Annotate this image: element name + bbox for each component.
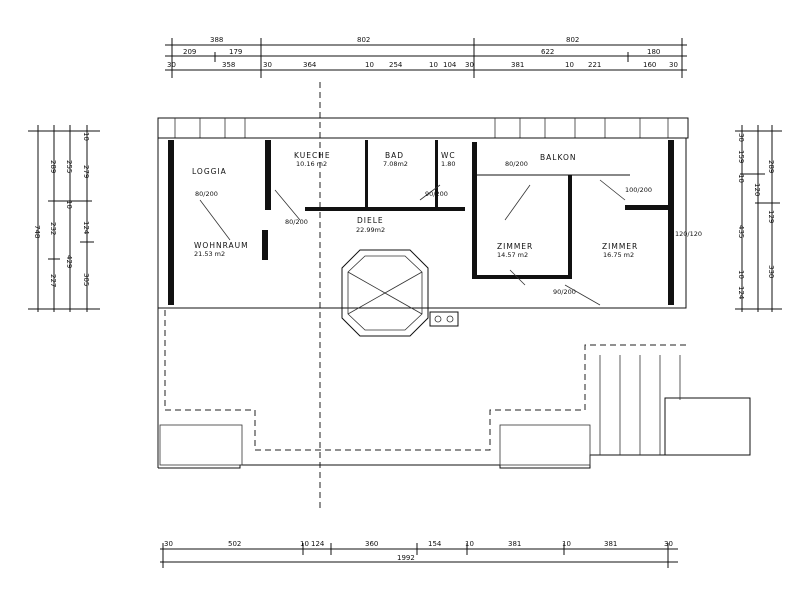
dim: 10 [562,540,571,548]
dim: 10 [365,61,374,69]
dim: 30 [465,61,474,69]
dim: 30 [164,540,173,548]
room-diele-area: 22.99m2 [356,226,385,234]
right-dimensions: 30 159 10 289 120 435 129 10 330 124 [735,125,782,312]
dim: 10 [82,132,90,141]
dim: 381 [511,61,524,69]
dim: 10 [737,270,745,279]
room-diele: DIELE [357,216,384,225]
dim: 124 [82,221,90,235]
room-bad: BAD [385,151,404,160]
room-zimmer-1: ZIMMER [497,242,533,251]
dim: 232 [49,222,57,235]
dim: 622 [541,48,554,56]
dim: 429 [65,255,73,268]
dim: 358 [222,61,235,69]
dim: 10 [65,200,73,209]
door-label: 80/200 [195,190,218,198]
dim: 180 [647,48,660,56]
dim: 802 [566,36,579,44]
room-wc-area: 1.80 [441,160,455,168]
dim: 10 [429,61,438,69]
door-label: 100/200 [625,186,652,194]
dim: 364 [303,61,317,69]
dim-total: 1992 [397,554,415,562]
door-label: 90/200 [425,190,448,198]
room-wc: WC [441,151,456,160]
spiral-stair [341,249,429,337]
dim: 124 [737,286,745,300]
dim: 10 [465,540,474,548]
dim: 10 [300,540,309,548]
dim: 381 [604,540,617,548]
dim: 802 [357,36,370,44]
room-kueche: KUECHE [294,151,331,160]
dim: 30 [263,61,272,69]
dim: 381 [508,540,521,548]
dim: 289 [767,160,775,173]
door-label: 90/200 [553,288,576,296]
dim: 502 [228,540,241,548]
dim: 289 [49,160,57,173]
dim: 124 [311,540,325,548]
dim: 30 [167,61,176,69]
dim: 129 [767,210,775,223]
dim: 227 [49,274,57,287]
room-loggia: LOGGIA [192,167,227,176]
building [157,82,751,512]
dim: 330 [767,265,775,278]
dim: 179 [229,48,242,56]
dim: 120 [753,183,761,196]
hob [429,311,459,327]
left-dimensions: 748 289 232 227 255 10 429 279 124 305 1… [28,125,100,312]
bottom-dimensions: 30 502 10 124 360 154 10 381 10 381 30 1… [160,540,678,568]
dim: 10 [737,174,745,183]
dim: 154 [428,540,442,548]
dim: 435 [737,225,745,238]
dim: 159 [737,150,745,163]
dim: 30 [669,61,678,69]
dim: 748 [33,225,41,238]
dim: 10 [565,61,574,69]
window-label: 120/120 [675,230,702,238]
room-wohnraum: WOHNRAUM [194,241,249,250]
dim: 30 [664,540,673,548]
dim: 104 [443,61,457,69]
dim: 30 [737,133,745,142]
door-label: 80/200 [505,160,528,168]
dim: 160 [643,61,656,69]
door-labels: 80/200 90/200 80/200 80/200 100/200 90/2… [195,160,702,296]
dim: 209 [183,48,196,56]
dim: 388 [210,36,223,44]
room-bad-area: 7.08m2 [383,160,408,168]
room-zimmer-2: ZIMMER [602,242,638,251]
room-balkon: BALKON [540,153,576,162]
room-wohnraum-area: 21.53 m2 [194,250,225,258]
room-zimmer-1-area: 14.57 m2 [497,251,528,259]
dim: 255 [65,160,73,173]
room-kueche-area: 10.16 m2 [296,160,327,168]
dim: 305 [82,273,90,286]
top-dimensions: 388 802 802 209 179 622 180 30 358 30 36… [165,36,687,78]
dim: 254 [389,61,403,69]
dim: 360 [365,540,378,548]
door-label: 80/200 [285,218,308,226]
room-labels: LOGGIA KUECHE 10.16 m2 BAD 7.08m2 WC 1.8… [192,151,638,259]
room-zimmer-2-area: 16.75 m2 [603,251,634,259]
dim: 221 [588,61,601,69]
dim: 279 [82,165,90,178]
